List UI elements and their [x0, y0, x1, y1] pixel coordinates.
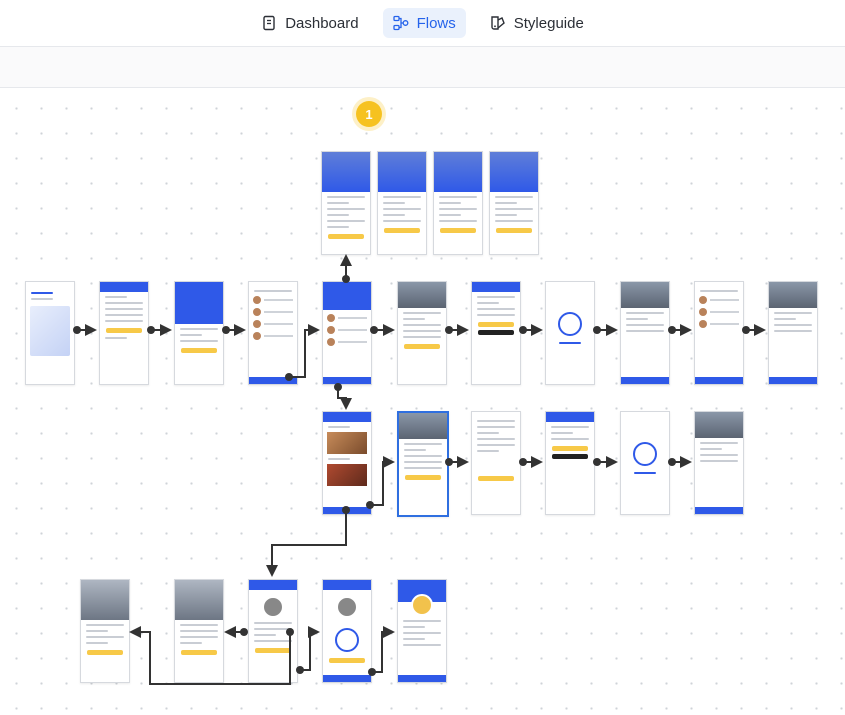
screen-booking-detail[interactable] [620, 281, 670, 385]
screen-coach-filter[interactable] [80, 579, 130, 683]
screen-filter-4[interactable] [489, 151, 539, 255]
screen-bookings-list[interactable] [694, 281, 744, 385]
screen-coach-schedule[interactable] [174, 579, 224, 683]
screen-filter-3[interactable] [433, 151, 483, 255]
screen-coach-list[interactable] [248, 281, 298, 385]
connector [266, 510, 347, 577]
screen-coach-success[interactable] [322, 579, 372, 683]
document-icon [263, 15, 275, 31]
connector [129, 626, 291, 685]
view-tabs: Dashboard Flows Styleguide [251, 8, 594, 38]
screen-sign-up[interactable] [99, 281, 149, 385]
tab-label: Dashboard [285, 14, 359, 32]
screen-activities[interactable] [322, 411, 372, 515]
top-navigation: Dashboard Flows Styleguide [0, 0, 845, 47]
tab-styleguide[interactable]: Styleguide [480, 8, 594, 38]
connector [372, 626, 395, 673]
screen-role-select[interactable] [174, 281, 224, 385]
screen-payment[interactable] [471, 281, 521, 385]
screen-class-detail[interactable] [397, 411, 449, 517]
screen-class-form[interactable] [471, 411, 521, 515]
connector [337, 387, 352, 410]
palette-icon [491, 16, 505, 30]
screen-payment-success[interactable] [545, 281, 595, 385]
toolbar-strip [0, 47, 845, 88]
tab-flows[interactable]: Flows [382, 8, 466, 38]
connector [289, 324, 320, 378]
tab-label: Flows [416, 14, 456, 32]
screen-booking-final[interactable] [768, 281, 818, 385]
flow-icon [392, 15, 409, 31]
screen-profile[interactable] [397, 579, 447, 683]
tab-dashboard[interactable]: Dashboard [251, 8, 368, 38]
connector [370, 456, 395, 506]
flow-step-badge[interactable]: 1 [356, 101, 382, 127]
screen-class-payment[interactable] [545, 411, 595, 515]
tab-label: Styleguide [513, 14, 584, 32]
screen-onboarding[interactable] [25, 281, 75, 385]
screen-class-booked[interactable] [694, 411, 744, 515]
screen-filter-2[interactable] [377, 151, 427, 255]
connector [300, 626, 320, 671]
